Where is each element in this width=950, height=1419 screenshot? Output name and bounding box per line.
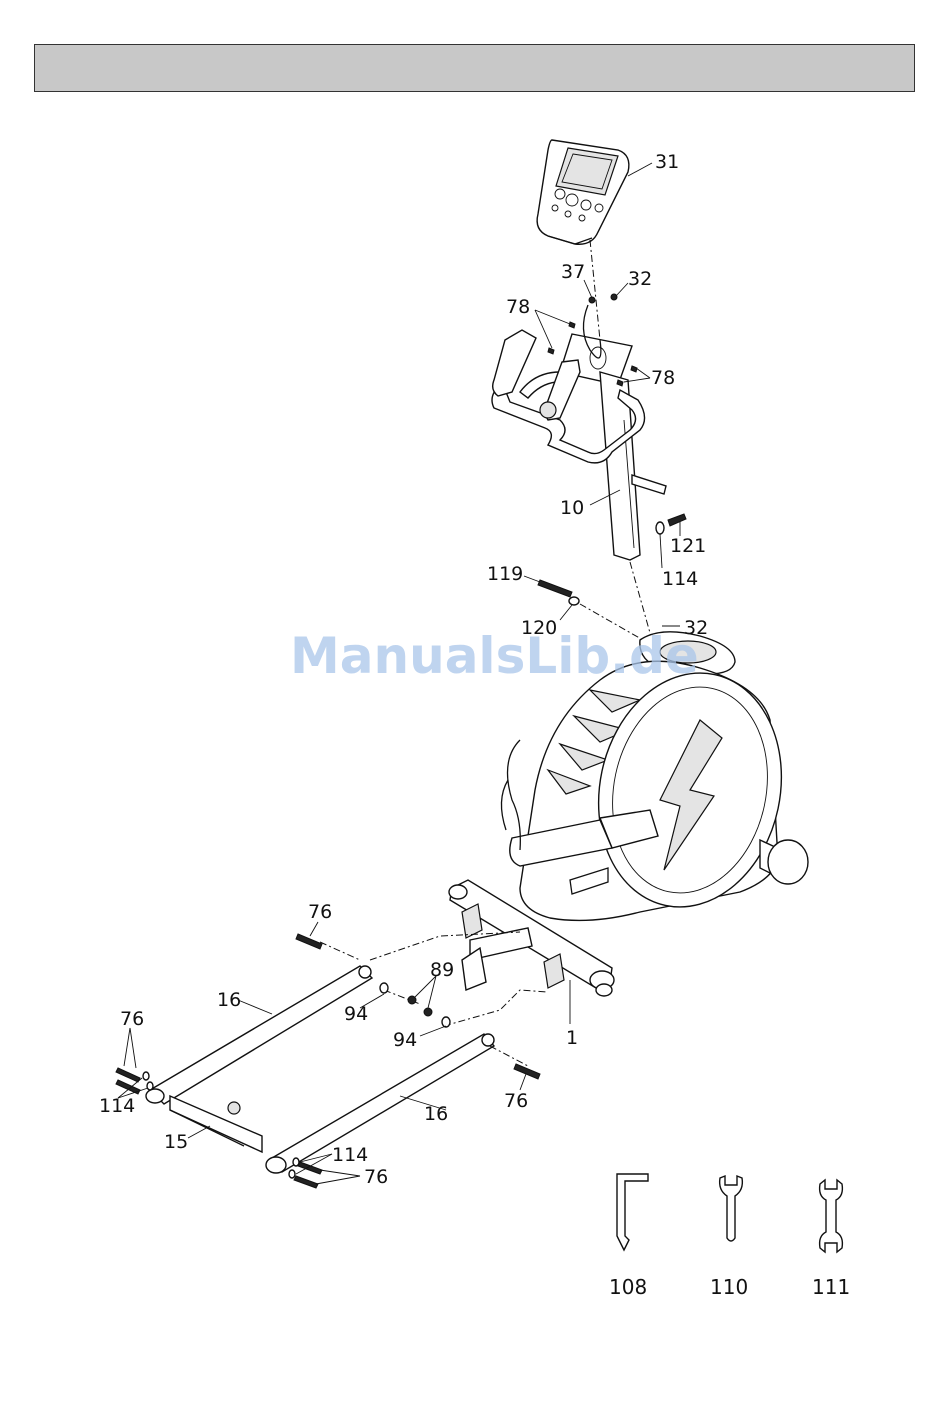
tube-16b-axis [444, 990, 548, 1026]
washer-32a [611, 294, 617, 300]
callout-78-left: 78 [506, 296, 530, 318]
allen-key-icon [617, 1174, 648, 1250]
washer-94a [380, 983, 388, 993]
tool-label-110: 110 [710, 1275, 748, 1299]
watermark-text: ManualsLib.de [290, 627, 699, 685]
screw-78d [631, 366, 637, 372]
callout-76-top: 76 [308, 901, 332, 923]
bolt-76c-1 [116, 1068, 140, 1082]
callout-119: 119 [487, 563, 523, 585]
bolt-76b-axis [490, 1046, 528, 1066]
console-part-31 [537, 140, 629, 244]
washer-114c-2 [289, 1170, 295, 1178]
tool-label-111: 111 [812, 1275, 850, 1299]
screw-78b [548, 348, 554, 354]
bolt-76b [514, 1064, 540, 1079]
callout-1: 1 [566, 1027, 578, 1049]
callout-76-bottom: 76 [364, 1166, 388, 1188]
callout-15: 15 [164, 1131, 188, 1153]
nut-89b [424, 1008, 432, 1016]
washer-114b-2 [147, 1082, 153, 1090]
washer-114c-1 [293, 1158, 299, 1166]
tool-label-108: 108 [609, 1275, 647, 1299]
callout-10: 10 [560, 497, 584, 519]
callout-114-top: 114 [662, 568, 698, 590]
bolt-76d-1 [298, 1162, 322, 1174]
open-wrench-icon [720, 1176, 743, 1241]
bolt-76a [296, 934, 322, 949]
callout-16-right: 16 [424, 1103, 448, 1125]
bolt-76d-2 [294, 1176, 318, 1188]
callout-32-top: 32 [628, 268, 652, 290]
tube-part-16b [266, 1034, 494, 1173]
callout-89: 89 [430, 959, 454, 981]
callout-76-right: 76 [504, 1090, 528, 1112]
callout-114-left: 114 [99, 1095, 135, 1117]
washer-114b-1 [143, 1072, 149, 1080]
console-cable-line [590, 240, 600, 340]
bolt-76a-axis [320, 942, 360, 960]
callout-78-right: 78 [651, 367, 675, 389]
callout-16-left: 16 [217, 989, 241, 1011]
callout-94-right: 94 [393, 1029, 417, 1051]
washer-94b [442, 1017, 450, 1027]
callout-31: 31 [655, 151, 679, 173]
bolt-121 [668, 514, 686, 526]
callout-114-bottom: 114 [332, 1144, 368, 1166]
tube-part-16a [146, 966, 372, 1104]
callout-94-left: 94 [344, 1003, 368, 1025]
callout-37: 37 [561, 261, 585, 283]
double-wrench-icon [820, 1180, 843, 1252]
washer-120 [569, 597, 579, 605]
screw-78a [569, 322, 575, 328]
callout-76-left: 76 [120, 1008, 144, 1030]
handlebar-mast-part-10 [492, 305, 666, 560]
washer-114a [656, 522, 664, 534]
callout-121: 121 [670, 535, 706, 557]
bolt-119 [538, 580, 572, 597]
